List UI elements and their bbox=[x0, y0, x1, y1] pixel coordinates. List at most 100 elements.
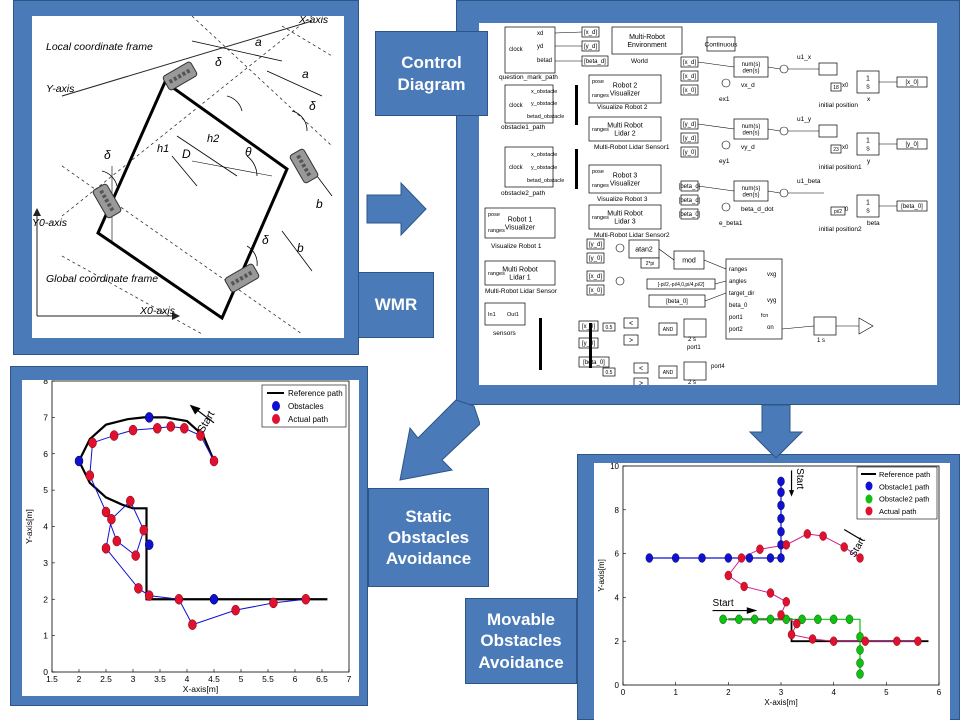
obstacle1-path-caption: obstacle1_path bbox=[501, 124, 545, 131]
tf-block-1-text: den(s) bbox=[742, 130, 759, 136]
compare-1 bbox=[623, 317, 639, 329]
delay-caption-3: 1 s bbox=[817, 338, 825, 344]
from-beta_0-text: [beta_0] bbox=[666, 299, 688, 305]
pose-port-1: pose bbox=[488, 212, 500, 218]
clock-label: clock bbox=[509, 47, 524, 53]
actual-path-point bbox=[126, 495, 135, 507]
wheel-top bbox=[162, 61, 198, 91]
signal-line bbox=[697, 61, 735, 68]
goto-out-2-text: [beta_0] bbox=[901, 204, 923, 210]
init-caption-1: initial position1 bbox=[819, 164, 862, 171]
obstacle2-point bbox=[856, 632, 864, 642]
x-tick-label: 7 bbox=[347, 674, 352, 684]
actual-path-point bbox=[782, 540, 790, 550]
port1-caption: port1 bbox=[687, 345, 701, 351]
actual-path-point bbox=[231, 604, 240, 616]
obstacle1-point bbox=[777, 513, 785, 524]
robot1-visualizer bbox=[484, 207, 556, 239]
compare-2-text: > bbox=[629, 337, 633, 344]
world-caption: World bbox=[631, 58, 648, 65]
tf-block-2-text: num(s) bbox=[742, 186, 761, 192]
question-mark-path-block bbox=[504, 26, 556, 74]
obstacle-point bbox=[74, 455, 84, 467]
obstacle1-point bbox=[777, 500, 785, 511]
const-18-text: 18 bbox=[833, 85, 839, 91]
delay-3 bbox=[813, 316, 837, 336]
integrator-1-text: s bbox=[866, 145, 870, 152]
svg-text:δ: δ bbox=[262, 233, 269, 247]
tf-caption-1: vy_d bbox=[741, 144, 755, 151]
integrator-0-text: s bbox=[866, 83, 870, 90]
actual-path-point bbox=[85, 470, 95, 481]
robot1-visualizer-text: Visualizer bbox=[505, 224, 536, 231]
lidar3-block-text: Multi Robot bbox=[607, 211, 642, 218]
delay-1 bbox=[683, 318, 707, 338]
sensors-block bbox=[484, 302, 526, 326]
legend-swatch-obstacle2 bbox=[865, 494, 873, 504]
world-block-text: Multi-Robot bbox=[629, 34, 665, 41]
arrow-down bbox=[748, 404, 804, 459]
y-tick-label: 6 bbox=[43, 449, 48, 459]
switch-1 bbox=[818, 62, 838, 76]
x0-axis-label: X0-axis bbox=[139, 305, 176, 317]
lidar1-block bbox=[484, 260, 556, 286]
from-0-a-text: [x_d] bbox=[683, 60, 696, 66]
svg-text:δ: δ bbox=[215, 55, 222, 69]
and-block-2-text: AND bbox=[663, 370, 674, 376]
x-tick-label: 3.5 bbox=[154, 674, 166, 684]
signal-line bbox=[554, 31, 583, 34]
betad-port: betad bbox=[537, 58, 552, 64]
gain-block bbox=[858, 317, 874, 335]
lidar1-block-text: Lidar 1 bbox=[509, 274, 531, 281]
x-tick-label: 5 bbox=[884, 688, 889, 697]
actual-path-point bbox=[893, 636, 901, 646]
from-2-c-text: [beta_0] bbox=[679, 212, 701, 218]
lidar2-block-text: Lidar 2 bbox=[614, 130, 636, 137]
wheel-bottom bbox=[224, 263, 260, 293]
u1-caption-0: u1_x bbox=[797, 54, 812, 61]
ranges-port-5: ranges bbox=[488, 271, 505, 277]
obstacle2-point bbox=[766, 614, 775, 625]
visualize-robot2-caption: Visualize Robot 2 bbox=[597, 104, 648, 111]
obstacle1-point bbox=[645, 553, 654, 563]
continuous-block-text: Continuous bbox=[705, 41, 739, 48]
actual-path-point bbox=[737, 553, 746, 563]
x-obstacle-port: x_obstacle bbox=[531, 89, 557, 95]
actual-path-point bbox=[134, 583, 143, 594]
from-2-b bbox=[680, 194, 699, 206]
goto-y_d-text: [y_d] bbox=[584, 44, 597, 50]
actual-path-point bbox=[756, 544, 764, 554]
error-caption-2: e_beta1 bbox=[719, 220, 743, 227]
betad-obstacle2-port: betad_obstacle bbox=[527, 178, 564, 184]
lidar3-block bbox=[588, 204, 662, 230]
integrator-0-text: 1 bbox=[866, 76, 870, 83]
ranges-port-4: ranges bbox=[592, 215, 609, 221]
y-tick-label: 4 bbox=[615, 593, 620, 602]
mux-2 bbox=[575, 149, 578, 189]
lidar-sensor1-caption: Multi-Robot Lidar Sensor1 bbox=[594, 144, 670, 151]
clock2-label: clock bbox=[509, 165, 524, 171]
legend-swatch-obstacles bbox=[272, 401, 280, 411]
actual-path-point bbox=[269, 597, 278, 609]
and-block-2 bbox=[658, 365, 678, 379]
actual-path-point bbox=[196, 430, 205, 441]
legend-entry: Reference path bbox=[288, 389, 343, 398]
goto-out-1-text: [y_0] bbox=[905, 142, 918, 148]
x-tick-label: 6 bbox=[293, 674, 298, 684]
goto-out-0-text: [x_0] bbox=[905, 80, 918, 86]
question-mark-path-caption: question_mark_path bbox=[499, 74, 558, 81]
x-tick-label: 2 bbox=[77, 674, 82, 684]
pose-port-3: pose bbox=[592, 169, 604, 175]
from-x_0-2-text: [x_0] bbox=[589, 288, 602, 294]
visualize-robot1-caption: Visualize Robot 1 bbox=[491, 243, 542, 250]
actual-path-point bbox=[109, 430, 119, 441]
lidar-sensor2-caption: Multi-Robot Lidar Sensor2 bbox=[594, 232, 670, 239]
x-tick-label: 4 bbox=[831, 688, 836, 697]
obstacle1-point bbox=[766, 553, 775, 563]
const-05-2-text: 0.5 bbox=[606, 370, 613, 376]
start-arrow-head bbox=[189, 404, 201, 415]
goto-x_d-text: [x_d] bbox=[584, 30, 597, 36]
from-beta_0-3-text: [beta_0] bbox=[583, 360, 605, 366]
